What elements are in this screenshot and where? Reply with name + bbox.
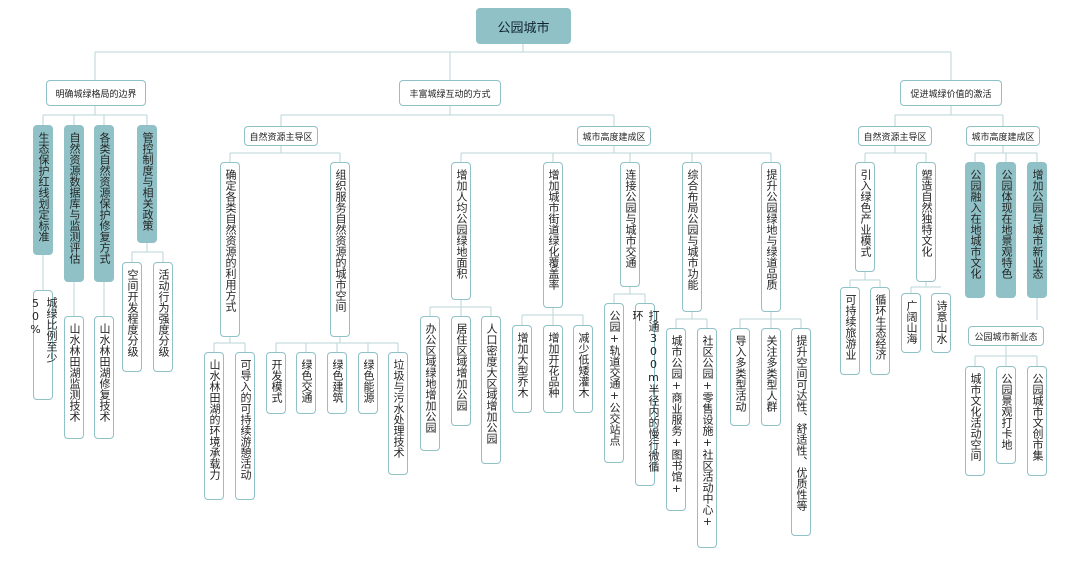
ecological-redline-node: 生态保护红线划定标准 <box>33 125 53 255</box>
new-business-header: 公园城市新业态 <box>968 326 1044 346</box>
mountain-sea-node: 广阔山海 <box>901 293 921 353</box>
restoration-methods-node: 各类自然资源保护修复方式 <box>94 125 114 282</box>
city-culture-node: 公园融入在地城市文化 <box>965 162 985 298</box>
policy-node: 管控制度与相关政策 <box>137 125 157 243</box>
space-quality-node: 提升空间可达性、舒适性、优质性等 <box>791 328 811 536</box>
green-building-node: 绿色建筑 <box>327 352 347 414</box>
right-natural-zone: 自然资源主导区 <box>858 126 932 146</box>
landscape-feature-node: 公园体现在地景观特色 <box>996 162 1016 298</box>
slow-traffic-node: 打通300m半径内的慢行微循环 <box>631 303 660 486</box>
green-energy-node: 绿色能源 <box>358 352 378 414</box>
interaction-branch: 丰富城绿互动的方式 <box>399 80 501 106</box>
carrying-capacity-node: 山水林田湖的环境承载力 <box>204 352 224 500</box>
waste-water-node: 垃圾与污水处理技术 <box>388 352 408 475</box>
mid-natural-zone: 自然资源主导区 <box>244 126 318 146</box>
green-transport-node: 绿色交通 <box>296 352 316 414</box>
monitoring-tech-node: 山水林田湖监测技术 <box>64 316 84 439</box>
root-node: 公园城市 <box>476 8 571 44</box>
park-area-node: 增加人均公园绿地面积 <box>451 162 471 300</box>
photo-spot-node: 公园景观打卡地 <box>996 366 1016 464</box>
large-trees-node: 增加大型乔木 <box>512 325 532 413</box>
mid-urban-zone: 城市高度建成区 <box>577 126 651 146</box>
dense-area-park-node: 人口密度大区域增加公园 <box>481 316 501 464</box>
circular-economy-node: 循环生态经济 <box>870 287 890 375</box>
right-urban-zone: 城市高度建成区 <box>966 126 1040 146</box>
culture-activity-space-node: 城市文化活动空间 <box>965 366 985 476</box>
development-grading-node: 空间开发程度分级 <box>122 262 142 372</box>
green-industry-node: 引入绿色产业模式 <box>855 162 875 272</box>
recreation-node: 可导入的可持续游憩活动 <box>235 352 255 500</box>
boundary-branch: 明确城绿格局的边界 <box>46 80 146 106</box>
activity-types-node: 导入多类型活动 <box>730 328 750 426</box>
shrubs-node: 减少低矮灌木 <box>573 325 593 413</box>
creative-market-node: 公园城市文创市集 <box>1027 366 1047 476</box>
nature-culture-node: 塑造自然独特文化 <box>916 162 936 282</box>
resource-database-node: 自然资源数据库与监测评估 <box>64 125 84 282</box>
flower-species-node: 增加开花品种 <box>543 325 563 413</box>
new-business-node: 增加公园与城市新业态 <box>1027 162 1047 298</box>
poetic-landscape-node: 诗意山水 <box>931 293 951 353</box>
park-function-node: 综合布局公园与城市功能 <box>682 162 702 312</box>
residential-park-node: 居住区域增加公园 <box>451 316 471 426</box>
city-park-combo-node: 城市公园+商业服务+图书馆+ <box>666 328 686 511</box>
greenway-quality-node: 提升公园绿地与绿道品质 <box>761 162 781 312</box>
activity-grading-node: 活动行为强度分级 <box>153 262 173 372</box>
community-park-combo-node: 社区公园+零售设施+社区活动中心+ <box>697 328 717 548</box>
rail-bus-node: 公园+轨道交通+公交站点 <box>604 303 624 463</box>
value-branch: 促进城绿价值的激活 <box>900 80 1002 106</box>
street-green-node: 增加城市街道绿化覆盖率 <box>543 162 563 308</box>
crowd-types-node: 关注多类型人群 <box>761 328 781 426</box>
restoration-tech-node: 山水林田湖修复技术 <box>94 316 114 439</box>
urban-space-node: 组织服务自然资源的城市空间 <box>330 162 350 337</box>
sustainable-tourism-node: 可持续旅游业 <box>840 287 860 375</box>
dev-mode-node: 开发模式 <box>266 352 286 414</box>
transport-link-node: 连接公园与城市交通 <box>620 162 640 287</box>
resource-use-node: 确定各类自然资源的利用方式 <box>220 162 240 337</box>
green-ratio-node: 城绿比例至少50% <box>29 290 58 400</box>
office-park-node: 办公区域绿地增加公园 <box>420 316 440 451</box>
